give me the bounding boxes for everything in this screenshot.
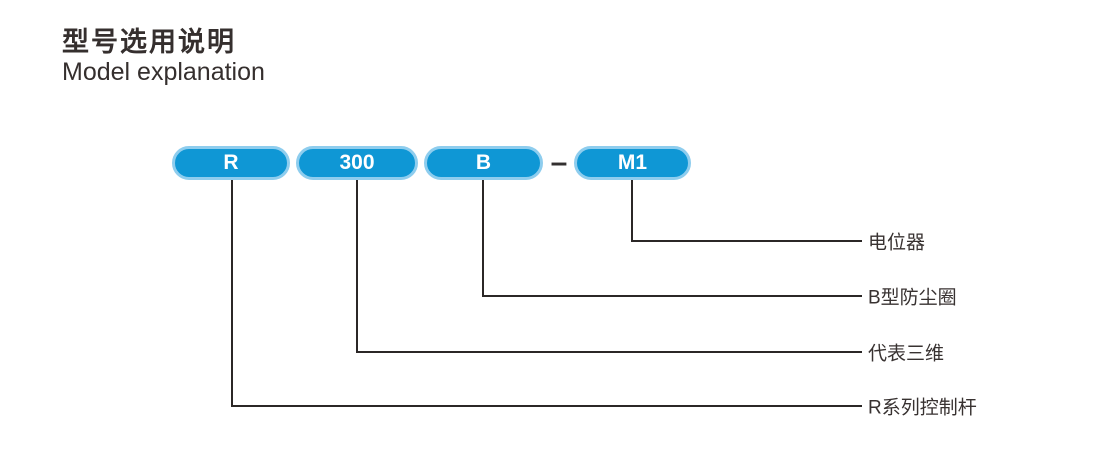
- segment-label-dust-ring: B型防尘圈: [868, 287, 957, 309]
- model-segment-pill-r: R: [172, 146, 290, 180]
- segment-label-three-dimensional: 代表三维: [868, 343, 945, 365]
- model-segment-pill-m1: M1: [574, 146, 691, 180]
- model-segment-code-300: 300: [339, 151, 375, 174]
- model-code-separator-dash: –: [550, 146, 568, 179]
- leader-line-b: [482, 180, 862, 297]
- segment-label-potentiometer: 电位器: [868, 232, 926, 254]
- page-title-zh: 型号选用说明: [62, 27, 236, 57]
- leader-line-300: [356, 180, 862, 353]
- model-segment-code-b: B: [475, 151, 492, 174]
- model-segment-pill-b: B: [424, 146, 543, 180]
- model-segment-code-r: R: [223, 151, 239, 174]
- model-segment-pill-300: 300: [296, 146, 418, 180]
- page-title-en: Model explanation: [62, 58, 265, 86]
- leader-line-m1: [631, 180, 862, 242]
- leader-line-r: [231, 180, 862, 407]
- segment-label-r-series-lever: R系列控制杆: [868, 397, 977, 419]
- model-segment-code-m1: M1: [617, 151, 648, 174]
